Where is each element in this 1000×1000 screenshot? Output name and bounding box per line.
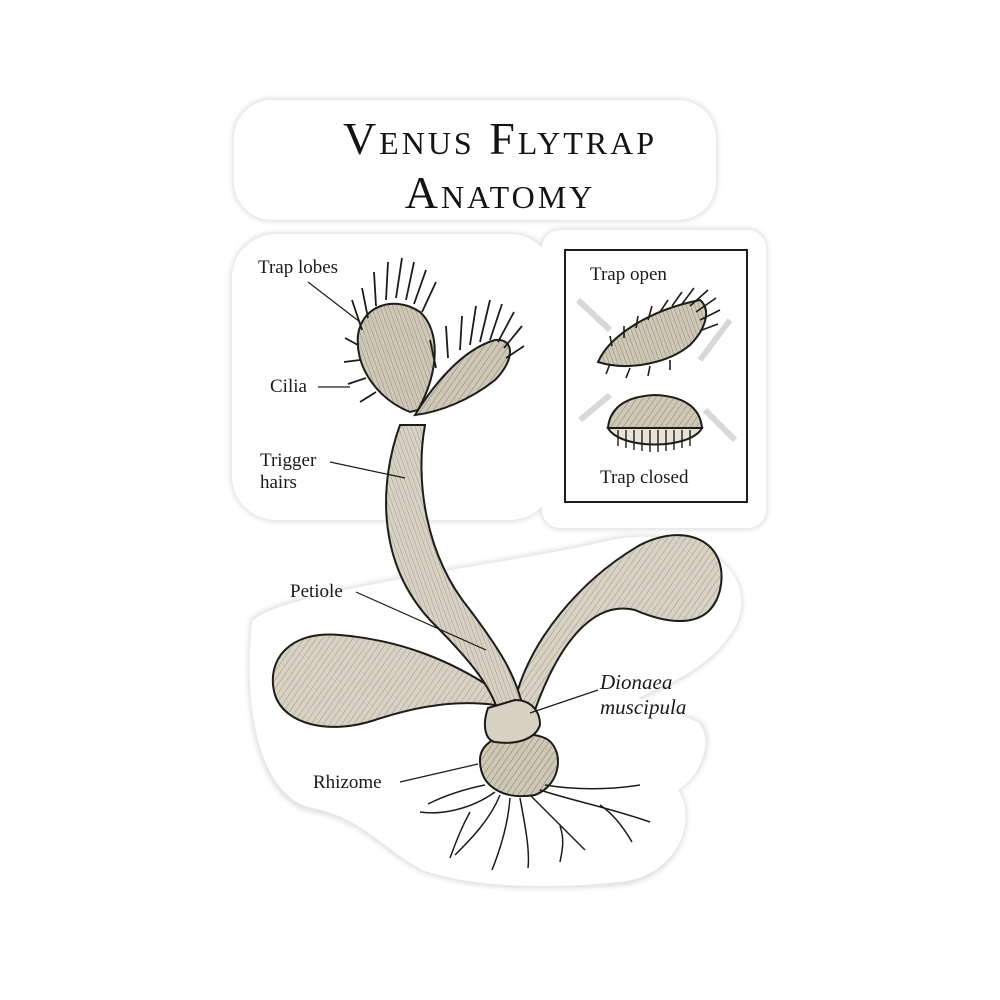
- title-line-1: Venus Flytrap: [200, 114, 800, 164]
- inset-label-trap-open: Trap open: [590, 264, 667, 286]
- label-rhizome: Rhizome: [313, 772, 382, 794]
- label-species: Dionaea muscipula: [600, 670, 686, 720]
- title-line-2: Anatomy: [200, 168, 800, 218]
- label-trigger-line-1: Trigger: [260, 450, 316, 472]
- inset-label-trap-closed: Trap closed: [600, 467, 689, 489]
- label-trigger-hairs: Trigger hairs: [260, 450, 316, 494]
- label-trap-lobes: Trap lobes: [258, 257, 338, 279]
- label-petiole: Petiole: [290, 581, 343, 603]
- inset-panel: [565, 250, 747, 502]
- label-cilia: Cilia: [270, 376, 307, 398]
- label-species-line-2: muscipula: [600, 695, 686, 720]
- label-species-line-1: Dionaea: [600, 670, 686, 695]
- label-trigger-line-2: hairs: [260, 472, 316, 494]
